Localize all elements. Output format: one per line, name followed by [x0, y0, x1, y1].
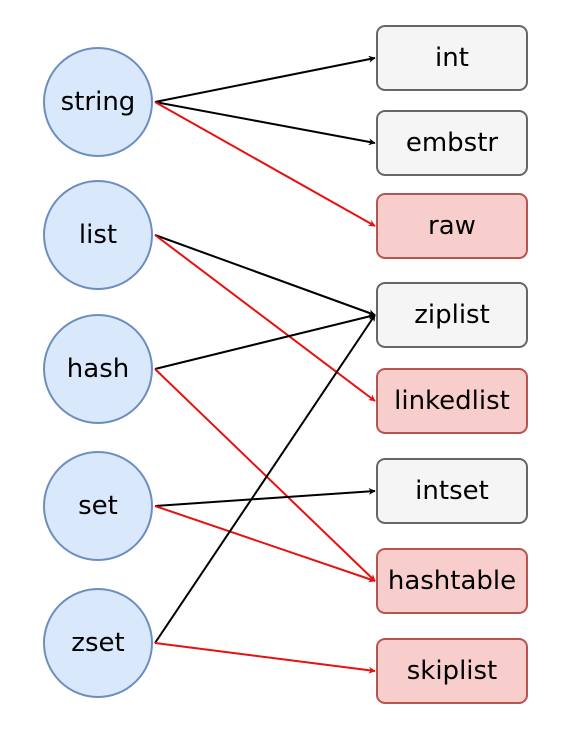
encoding-label: embstr	[405, 128, 499, 158]
type-label: zset	[71, 628, 125, 658]
encoding-node-raw: raw	[376, 193, 528, 259]
type-node-zset: zset	[43, 588, 153, 698]
edge-string-to-int	[154, 55, 376, 103]
type-node-hash: hash	[43, 314, 153, 424]
edge-set-to-intset	[154, 487, 376, 507]
encoding-node-ziplist: ziplist	[376, 282, 528, 348]
edge-zset-to-skiplist	[154, 642, 376, 674]
encoding-label: hashtable	[387, 566, 517, 596]
edge-hash-to-hashtable	[154, 368, 376, 582]
encoding-node-skiplist: skiplist	[376, 638, 528, 704]
encoding-label: ziplist	[414, 300, 490, 330]
encoding-node-embstr: embstr	[376, 110, 528, 176]
encoding-node-int: int	[376, 25, 528, 91]
type-label: set	[78, 491, 118, 521]
encoding-label: skiplist	[406, 656, 498, 686]
edge-hash-to-ziplist	[154, 313, 376, 370]
encoding-node-hashtable: hashtable	[376, 548, 528, 614]
type-node-set: set	[43, 451, 153, 561]
edge-list-to-linkedlist	[154, 234, 376, 402]
encoding-label: int	[435, 43, 469, 73]
type-label: string	[60, 87, 136, 117]
type-node-string: string	[43, 47, 153, 157]
encoding-label: linkedlist	[394, 386, 510, 416]
type-label: list	[78, 220, 118, 250]
type-label: hash	[66, 354, 130, 384]
encoding-label: raw	[428, 211, 476, 241]
encoding-label: intset	[415, 476, 489, 506]
encoding-node-linkedlist: linkedlist	[376, 368, 528, 434]
type-node-list: list	[43, 180, 153, 290]
edge-string-to-raw	[154, 101, 376, 227]
edge-zset-to-ziplist	[154, 314, 376, 644]
edge-string-to-embstr	[154, 101, 376, 146]
edge-set-to-hashtable	[154, 505, 376, 583]
edge-list-to-ziplist	[154, 234, 376, 317]
encoding-node-intset: intset	[376, 458, 528, 524]
